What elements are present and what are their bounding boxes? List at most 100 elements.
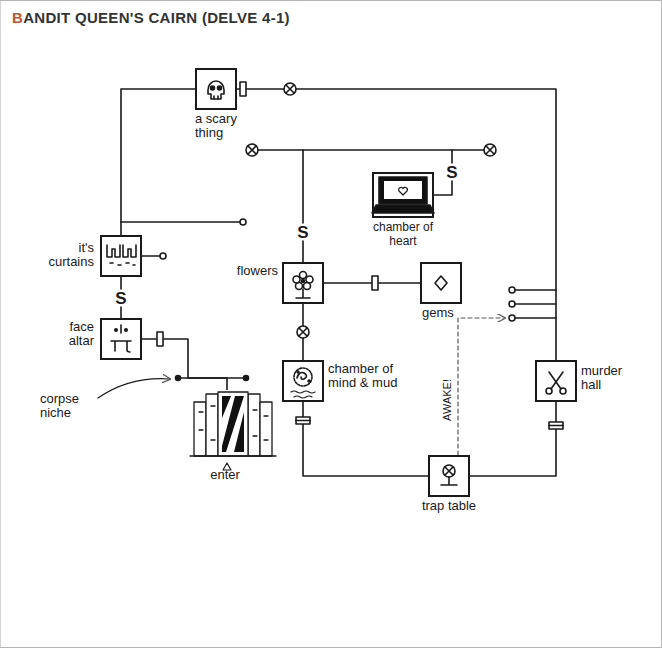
passage-line — [303, 402, 428, 476]
callout-label: corpse niche — [40, 392, 100, 420]
map-rect — [240, 82, 246, 96]
map-circle — [176, 376, 181, 381]
room-box: it's curtains — [100, 235, 142, 277]
map-circle — [244, 376, 249, 381]
passage-line — [237, 89, 556, 360]
passage-line — [470, 402, 556, 476]
map-circle — [509, 301, 515, 307]
map-path — [178, 377, 246, 379]
map-rect — [379, 177, 427, 204]
map-path — [110, 263, 135, 265]
map-path — [452, 149, 484, 151]
map-path — [222, 396, 231, 418]
room-box: a scary thing — [195, 68, 237, 110]
map-path — [123, 245, 136, 257]
secret-door-mark: S — [113, 290, 128, 307]
map-circle — [218, 86, 222, 90]
map-rect — [157, 332, 163, 346]
map-path — [111, 341, 131, 352]
map-rect — [384, 181, 422, 199]
trigger-note: AWAKE! — [440, 378, 454, 422]
map-circle — [294, 368, 312, 386]
map-use — [246, 144, 258, 156]
map-path — [372, 205, 434, 213]
map-rect — [372, 276, 378, 290]
map-path — [208, 81, 224, 99]
map-path — [291, 391, 315, 398]
curtains-icon — [107, 245, 136, 265]
room-label: trap table — [414, 499, 484, 513]
trap-table-icon — [441, 465, 457, 485]
map-circle — [297, 371, 299, 373]
dead-end-passages — [121, 150, 556, 381]
secret-door-mark: S — [295, 224, 310, 241]
skull-icon — [208, 81, 224, 99]
passage-line — [303, 150, 452, 262]
room-label: flowers — [222, 264, 278, 278]
room-label: a scary thing — [195, 112, 259, 140]
room-box: trap table — [428, 455, 470, 497]
map-rect — [260, 402, 272, 456]
map-path — [234, 412, 244, 452]
map-rect — [248, 394, 260, 456]
room-box: chamber of heart — [372, 172, 434, 218]
scissors-icon — [546, 372, 566, 394]
map-circle — [211, 86, 215, 90]
map-use — [484, 144, 496, 156]
map-circle — [296, 283, 303, 290]
altar-icon — [111, 325, 131, 352]
map-circle — [308, 380, 310, 382]
secret-door-mark: S — [444, 164, 459, 181]
map-circle — [240, 219, 246, 225]
door-symbols — [157, 82, 563, 429]
map-path — [222, 396, 244, 452]
map-circle — [160, 253, 166, 259]
passage-line — [121, 89, 195, 235]
map-circle — [304, 283, 311, 290]
flower-icon — [293, 272, 313, 299]
leader-line — [98, 379, 170, 398]
map-path — [435, 276, 447, 290]
room-box: flowers — [282, 262, 324, 304]
map-circle — [300, 272, 307, 279]
room-box: murder hall — [535, 360, 577, 402]
room-label: it's curtains — [34, 241, 94, 269]
entrance: enter — [192, 390, 262, 458]
room-label: gems — [422, 306, 462, 320]
map-path — [142, 255, 160, 257]
map-path — [120, 325, 122, 333]
map-path — [296, 289, 310, 298]
map-rect — [549, 422, 563, 429]
passage-line — [142, 339, 227, 390]
room-label: enter — [190, 468, 260, 482]
map-path — [107, 245, 120, 257]
map-path — [296, 420, 310, 422]
map-use — [284, 83, 296, 95]
map-path — [214, 96, 218, 99]
room-label: murder hall — [581, 364, 641, 392]
entrance-drawing — [190, 392, 276, 470]
room-box: gems — [420, 262, 462, 304]
map-title: BANDIT QUEEN'S CAIRN (DELVE 4-1) — [12, 9, 290, 26]
map-use — [297, 326, 309, 338]
room-label: face altar — [50, 320, 94, 348]
map-path — [549, 372, 563, 389]
room-box: chamber of mind & mud — [282, 360, 324, 402]
map-path — [549, 425, 563, 427]
map-use — [443, 465, 455, 477]
map-rect — [194, 402, 206, 456]
gem-icon — [435, 276, 447, 290]
map-path — [515, 290, 556, 318]
mind-icon — [291, 368, 315, 398]
awake-arrow — [458, 318, 505, 455]
room-label: chamber of mind & mud — [328, 362, 404, 390]
map-circle — [560, 388, 566, 394]
map-circle — [125, 329, 127, 331]
map-path — [399, 187, 408, 195]
map-path — [258, 149, 303, 151]
heart-monitor-icon — [372, 177, 434, 213]
map-circle — [302, 280, 305, 283]
room-box: face altar — [100, 318, 142, 360]
